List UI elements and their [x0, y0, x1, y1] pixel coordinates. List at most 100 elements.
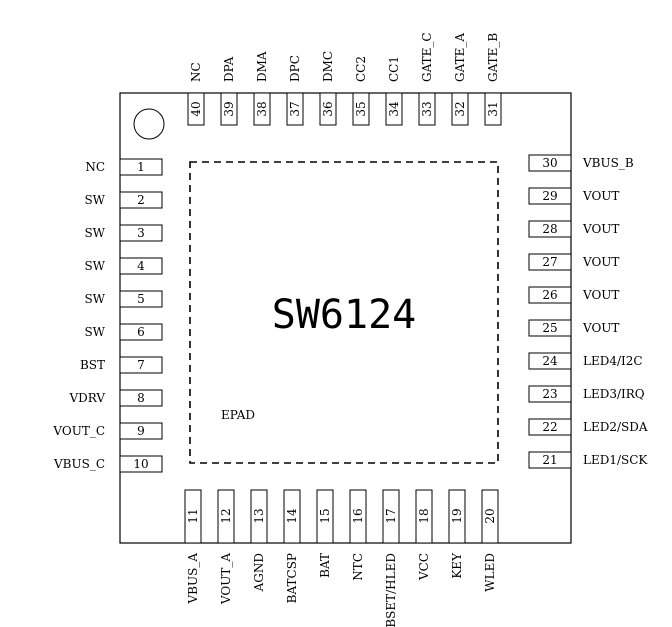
pin-number: 23	[542, 387, 557, 401]
pin-label: BST	[80, 358, 105, 372]
pin-label: DPC	[288, 55, 302, 82]
pin-label: VOUT	[582, 255, 619, 269]
pin-pad	[528, 451, 572, 469]
pin-pad	[451, 92, 469, 126]
pin-number: 39	[222, 101, 236, 116]
pin-pad	[528, 352, 572, 370]
pin-pad	[119, 422, 163, 440]
pin-pad	[528, 385, 572, 403]
pin-pad	[119, 191, 163, 209]
pin-label: NC	[189, 62, 203, 82]
pin-label: BSET/HLED	[384, 553, 398, 627]
pin-number: 16	[351, 508, 365, 523]
pin-label: GATE_A	[453, 33, 467, 82]
pin-pad	[382, 489, 400, 544]
pin-number: 1	[137, 160, 145, 174]
pin-pad	[119, 455, 163, 473]
pin-pad	[352, 92, 370, 126]
pin-number: 7	[137, 358, 145, 372]
pin-pad	[484, 92, 502, 126]
pin-number: 32	[453, 101, 467, 116]
pin-number: 38	[255, 101, 269, 116]
pin-label: VBUS_C	[53, 457, 105, 471]
pin-label: SW	[84, 226, 105, 240]
pin-label: CC2	[354, 56, 368, 82]
pin-number: 24	[542, 354, 558, 368]
pin-number: 13	[252, 508, 266, 523]
pin-number: 6	[137, 325, 145, 339]
pin-label: VBUS_A	[186, 553, 200, 605]
pin-label: LED2/SDA	[583, 420, 648, 434]
pin-pad	[119, 356, 163, 374]
pin-label: NC	[85, 160, 105, 174]
pin-pad	[528, 187, 572, 205]
pin-number: 4	[137, 259, 145, 273]
pin-pad	[528, 154, 572, 172]
pin-label: DPA	[222, 56, 236, 82]
pin-number: 14	[285, 508, 299, 524]
pin-number: 11	[186, 508, 200, 523]
pin-label: GATE_B	[486, 33, 500, 82]
pin-number: 28	[542, 222, 557, 236]
pin-label: DMA	[255, 51, 269, 82]
pin-number: 21	[542, 453, 557, 467]
pin-number: 30	[542, 156, 557, 170]
pin-label: LED4/I2C	[583, 354, 643, 368]
pin-label: VBUS_B	[582, 156, 634, 170]
pin-label: BATCSP	[285, 553, 299, 603]
pin-label: VCC	[417, 553, 431, 581]
pin-number: 34	[387, 101, 401, 117]
pin-number: 35	[354, 101, 368, 116]
pin-number: 12	[219, 508, 233, 523]
pin-label: VOUT_C	[52, 424, 105, 438]
pin-label: KEY	[450, 552, 464, 579]
pin-label: GATE_C	[420, 32, 434, 82]
pin-number: 15	[318, 508, 332, 523]
pin-label: LED1/SCK	[583, 453, 648, 467]
pin-label: WLED	[483, 553, 497, 592]
pin-label: VDRV	[68, 391, 105, 405]
exposed-pad	[189, 161, 499, 464]
epad-label: EPAD	[221, 408, 255, 422]
pin-pad	[119, 290, 163, 308]
pin-number: 26	[542, 288, 557, 302]
pin-pad	[184, 489, 202, 544]
pin-number: 17	[384, 508, 398, 523]
pin-number: 29	[542, 189, 557, 203]
pin-pad	[286, 92, 304, 126]
pin-pad	[119, 224, 163, 242]
pin-number: 27	[542, 255, 557, 269]
pin-label: LED3/IRQ	[583, 387, 645, 401]
pin-label: SW	[84, 325, 105, 339]
pin-label: AGND	[252, 553, 266, 592]
pin-label: SW	[84, 259, 105, 273]
pin-pad	[415, 489, 433, 544]
pin-number: 36	[321, 101, 335, 116]
pin-number: 18	[417, 508, 431, 523]
pin-label: VOUT	[582, 222, 619, 236]
pin-number: 20	[483, 508, 497, 523]
pin-pad	[528, 253, 572, 271]
pin-number: 19	[450, 508, 464, 523]
pin-pad	[119, 158, 163, 176]
pin-number: 31	[486, 101, 500, 116]
pin-pad	[250, 489, 268, 544]
pin-label: VOUT	[582, 189, 619, 203]
pin-label: NTC	[351, 553, 365, 581]
pin-label: BAT	[318, 553, 332, 578]
pin-pad	[349, 489, 367, 544]
pin-number: 37	[288, 101, 302, 116]
pin-label: VOUT_A	[219, 553, 233, 605]
pin-number: 40	[189, 101, 203, 116]
pin-pad	[418, 92, 436, 126]
chip-name: SW6124	[272, 292, 417, 338]
pin-pad	[481, 489, 499, 544]
pin-number: 22	[542, 420, 557, 434]
pin-label: SW	[84, 292, 105, 306]
pin-number: 5	[137, 292, 145, 306]
pin-number: 3	[137, 226, 145, 240]
pin-pad	[119, 257, 163, 275]
package-body	[119, 92, 572, 544]
pin-pad	[217, 489, 235, 544]
pin-pad	[528, 418, 572, 436]
